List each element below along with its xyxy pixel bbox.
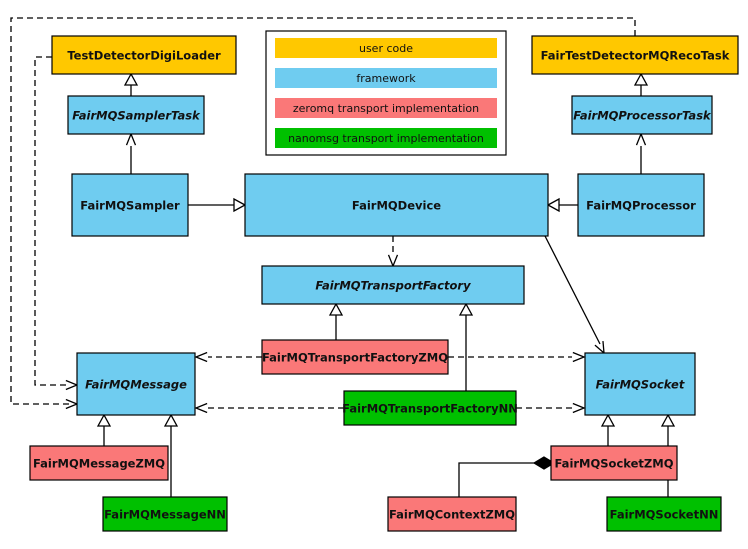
class-box-label-FairMQMessageNN: FairMQMessageNN [104, 508, 226, 522]
class-box-rect-FairMQDevice[interactable] [244, 173, 549, 237]
generalization-sampler-device [233, 197, 247, 213]
class-box-rect-FairMQSamplerTask[interactable] [67, 95, 205, 135]
class-box-label-FairMQSocketNN: FairMQSocketNN [610, 508, 719, 522]
class-box-label-FairMQContextZMQ: FairMQContextZMQ [389, 508, 515, 522]
class-box-FairMQTransportFactoryZMQ[interactable]: FairMQTransportFactoryZMQ [261, 339, 449, 375]
generalization-socketnn-socket [660, 413, 676, 427]
edge-socketzmq-contextzmq [458, 462, 541, 497]
arrowhead-sampler-samplertask [125, 132, 137, 146]
class-box-FairMQTransportFactory[interactable]: FairMQTransportFactory [261, 265, 525, 305]
class-box-label-TestDetectorDigiLoader: TestDetectorDigiLoader [67, 49, 221, 63]
legend-label-nanomsg: nanomsg transport implementation [288, 132, 484, 145]
class-box-rect-FairMQSocket[interactable] [584, 352, 696, 416]
arrowhead-tfnn-message [194, 402, 208, 414]
class-box-rect-FairMQTransportFactory[interactable] [261, 265, 525, 305]
class-box-FairMQContextZMQ[interactable]: FairMQContextZMQ [387, 496, 517, 532]
arrowhead-digiloader-message [65, 379, 79, 391]
legend-swatch-nanomsg [275, 128, 497, 148]
generalization-tfnn-tf [458, 302, 474, 316]
legend-label-framework: framework [356, 72, 416, 85]
class-box-label-FairMQSocketZMQ: FairMQSocketZMQ [555, 457, 674, 471]
legend-item-zeromq: zeromq transport implementation [275, 98, 497, 118]
class-box-label-FairMQProcessorTask: FairMQProcessorTask [573, 109, 712, 123]
class-box-rect-FairMQProcessorTask[interactable] [571, 95, 713, 135]
class-box-label-FairMQTransportFactoryZMQ: FairMQTransportFactoryZMQ [262, 351, 448, 365]
class-box-rect-FairMQMessageZMQ[interactable] [29, 445, 169, 481]
generalization-messagezmq-message [96, 413, 112, 427]
class-box-FairTestDetectorMQRecoTask[interactable]: FairTestDetectorMQRecoTask [531, 35, 739, 75]
class-box-rect-FairTestDetectorMQRecoTask[interactable] [531, 35, 739, 75]
arrowhead-device-transportfactory [387, 254, 399, 268]
class-box-rect-FairMQContextZMQ[interactable] [387, 496, 517, 532]
class-box-rect-FairMQTransportFactoryZMQ[interactable] [261, 339, 449, 375]
legend-swatch-framework [275, 68, 497, 88]
class-box-label-FairMQSampler: FairMQSampler [80, 199, 180, 213]
generalization-tfzmq-tf [328, 302, 344, 316]
arrowhead-tfnn-socket [572, 402, 586, 414]
generalization-socketzmq-socket [600, 413, 616, 427]
class-box-FairMQTransportFactoryNN[interactable]: FairMQTransportFactoryNN [342, 390, 518, 426]
class-box-FairMQSocketZMQ[interactable]: FairMQSocketZMQ [550, 445, 678, 481]
legend-layer: user code framework zeromq transport imple… [265, 30, 507, 156]
legend-label-user_code: user code [359, 42, 413, 55]
class-box-rect-FairMQSocketNN[interactable] [606, 496, 722, 532]
legend-swatch-user_code [275, 38, 497, 58]
legend-item-nanomsg: nanomsg transport implementation [275, 128, 497, 148]
class-box-FairMQSocketNN[interactable]: FairMQSocketNN [606, 496, 722, 532]
legend-item-user_code: user code [275, 38, 497, 58]
legend-swatch-zeromq [275, 98, 497, 118]
class-box-rect-FairMQProcessor[interactable] [577, 173, 705, 237]
class-box-rect-FairMQSocketZMQ[interactable] [550, 445, 678, 481]
generalization-processor-device [546, 197, 560, 213]
class-box-FairMQMessageNN[interactable]: FairMQMessageNN [102, 496, 228, 532]
class-box-label-FairMQTransportFactory: FairMQTransportFactory [315, 279, 471, 293]
class-box-FairMQProcessorTask[interactable]: FairMQProcessorTask [571, 95, 713, 135]
class-box-FairMQDevice[interactable]: FairMQDevice [244, 173, 549, 237]
class-box-TestDetectorDigiLoader[interactable]: TestDetectorDigiLoader [51, 35, 237, 75]
class-box-rect-FairMQSampler[interactable] [71, 173, 189, 237]
generalization-samplertask-digiloader [123, 72, 139, 86]
legend-item-framework: framework [275, 68, 497, 88]
generalization-messagenn-message [163, 413, 179, 427]
generalization-processortask-recotask [633, 72, 649, 86]
class-box-label-FairMQSocket: FairMQSocket [596, 378, 685, 392]
class-box-FairMQMessage[interactable]: FairMQMessage [76, 352, 196, 416]
arrowhead-tfzmq-socket [572, 351, 586, 363]
class-box-FairMQSamplerTask[interactable]: FairMQSamplerTask [67, 95, 205, 135]
node-layer: TestDetectorDigiLoaderFairMQSamplerTaskF… [29, 35, 739, 532]
class-box-label-FairTestDetectorMQRecoTask: FairTestDetectorMQRecoTask [541, 49, 730, 63]
arrowhead-tfzmq-message [194, 351, 208, 363]
edge-device-socket [544, 235, 601, 345]
class-box-label-FairMQMessage: FairMQMessage [85, 378, 187, 392]
class-box-FairMQMessageZMQ[interactable]: FairMQMessageZMQ [29, 445, 169, 481]
class-box-rect-TestDetectorDigiLoader[interactable] [51, 35, 237, 75]
class-box-rect-FairMQTransportFactoryNN[interactable] [343, 390, 517, 426]
class-box-label-FairMQProcessor: FairMQProcessor [586, 199, 696, 213]
legend-label-zeromq: zeromq transport implementation [293, 102, 479, 115]
class-box-FairMQSampler[interactable]: FairMQSampler [71, 173, 189, 237]
class-box-FairMQSocket[interactable]: FairMQSocket [584, 352, 696, 416]
arrowhead-processor-processortask [635, 132, 647, 146]
edge-digiloader-to-message [34, 56, 70, 386]
class-box-label-FairMQDevice: FairMQDevice [352, 199, 441, 213]
edge-recotask-to-message [10, 17, 636, 405]
edge-layer [10, 17, 676, 497]
class-box-label-FairMQSamplerTask: FairMQSamplerTask [72, 109, 201, 123]
class-box-label-FairMQTransportFactoryNN: FairMQTransportFactoryNN [342, 402, 518, 416]
class-box-rect-FairMQMessage[interactable] [76, 352, 196, 416]
class-box-FairMQProcessor[interactable]: FairMQProcessor [577, 173, 705, 237]
class-box-label-FairMQMessageZMQ: FairMQMessageZMQ [33, 457, 165, 471]
class-box-rect-FairMQMessageNN[interactable] [102, 496, 228, 532]
